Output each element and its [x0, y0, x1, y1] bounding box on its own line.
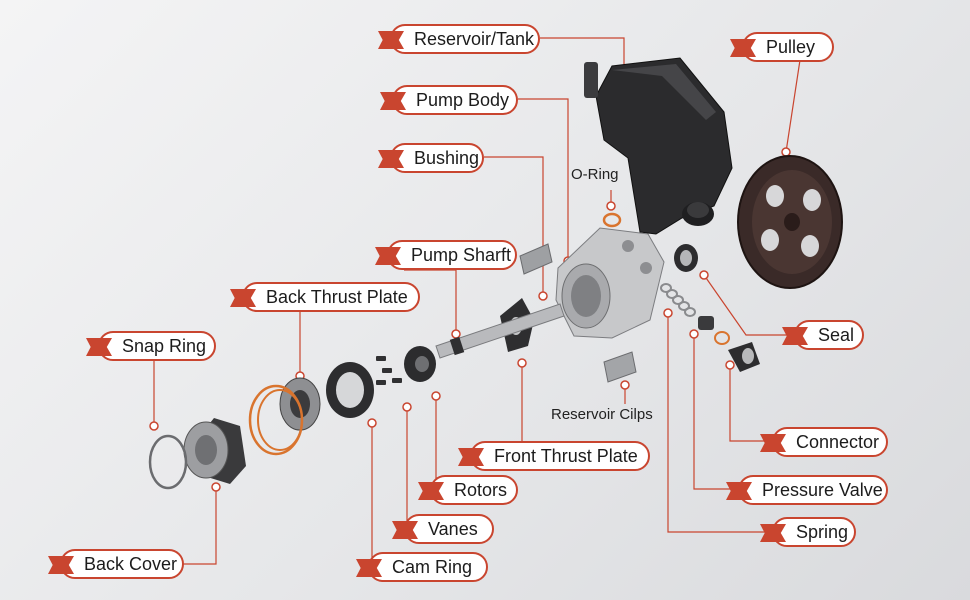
- label-text: Rotors: [454, 479, 508, 500]
- label-reservoir-clips: Reservoir Cilps: [551, 406, 653, 423]
- label-tag-icon: [458, 448, 484, 466]
- pressure-valve-part: [698, 316, 730, 345]
- label-tag-icon: [356, 559, 382, 577]
- label-pump-body: Pump Body: [380, 85, 518, 115]
- label-tag-icon: [378, 31, 404, 49]
- label-o-ring: O-Ring: [571, 166, 619, 183]
- label-text: Pump Sharft: [411, 244, 512, 265]
- label-text: Pressure Valve: [762, 479, 883, 500]
- pulley: [737, 155, 843, 289]
- label-tag-icon: [760, 524, 786, 542]
- leader-spring: [667, 313, 766, 533]
- leader-connector: [729, 365, 766, 442]
- label-pulley: Pulley: [730, 32, 834, 62]
- vanes-part: [376, 356, 402, 385]
- seal-part: [674, 244, 698, 272]
- snap-ring-part: [148, 434, 188, 490]
- label-tag-icon: [392, 521, 418, 539]
- label-front-thrust-plate: Front Thrust Plate: [458, 441, 650, 471]
- leader-pulley: [785, 59, 801, 153]
- reservoir-clip-part: [603, 351, 637, 383]
- back-thrust-plate-part: [248, 377, 321, 456]
- label-text: Bushing: [414, 147, 480, 168]
- label-tag-icon: [726, 482, 752, 500]
- label-connector: Connector: [760, 427, 888, 457]
- label-text: Spring: [796, 521, 849, 542]
- pump-body: [555, 227, 665, 339]
- leader-pump-body: [518, 98, 569, 261]
- pump-shaft-part: [435, 303, 565, 359]
- label-snap-ring: Snap Ring: [86, 331, 216, 361]
- label-back-thrust-plate: Back Thrust Plate: [230, 282, 420, 312]
- label-text: Back Cover: [84, 553, 178, 574]
- label-tag-icon: [375, 247, 401, 265]
- leader-pressure-valve: [693, 334, 730, 490]
- cam-ring-part: [326, 362, 374, 418]
- connector-part: [728, 342, 760, 372]
- label-tag-icon: [380, 92, 406, 110]
- label-tag-icon: [378, 150, 404, 168]
- leader-bushing: [484, 156, 544, 296]
- spring-part: [660, 283, 696, 317]
- leader-back-cover: [180, 487, 217, 565]
- label-reservoir-tank: Reservoir/Tank: [378, 24, 540, 54]
- label-text: Seal: [818, 324, 855, 345]
- bushing-part: [519, 243, 553, 275]
- label-text: Vanes: [428, 518, 478, 539]
- label-text: Snap Ring: [122, 335, 207, 356]
- label-tag-icon: [760, 434, 786, 452]
- leader-vanes: [398, 407, 408, 530]
- leader-reservoir-tank: [540, 37, 625, 72]
- label-tag-icon: [418, 482, 444, 500]
- label-pump-shaft: Pump Sharft: [375, 240, 517, 270]
- o-ring-part: [602, 212, 622, 228]
- back-cover-part: [183, 418, 246, 484]
- label-rotors: Rotors: [418, 475, 518, 505]
- label-cam-ring: Cam Ring: [356, 552, 488, 582]
- label-tag-icon: [782, 327, 808, 345]
- leader-pump-shaft: [404, 269, 457, 334]
- label-text: Pulley: [766, 36, 816, 57]
- label-text: Cam Ring: [392, 556, 473, 577]
- label-pressure-valve: Pressure Valve: [726, 475, 888, 505]
- label-spring: Spring: [760, 517, 856, 547]
- label-tag-icon: [730, 39, 756, 57]
- leader-seal: [703, 274, 788, 336]
- label-text: Front Thrust Plate: [494, 445, 638, 466]
- leader-cam-ring: [362, 423, 373, 568]
- label-seal: Seal: [782, 320, 864, 350]
- label-tag-icon: [86, 338, 112, 356]
- label-bushing: Bushing: [378, 143, 484, 173]
- label-text: Back Thrust Plate: [266, 286, 408, 307]
- label-back-cover: Back Cover: [48, 549, 184, 579]
- label-text: Connector: [796, 431, 880, 452]
- label-tag-icon: [48, 556, 74, 574]
- label-tag-icon: [230, 289, 256, 307]
- label-text: Reservoir/Tank: [414, 28, 535, 49]
- rotors-part: [404, 346, 436, 382]
- label-vanes: Vanes: [392, 514, 494, 544]
- label-text: Pump Body: [416, 89, 510, 110]
- leader-rotors: [424, 396, 437, 490]
- reservoir-tank: [584, 57, 733, 235]
